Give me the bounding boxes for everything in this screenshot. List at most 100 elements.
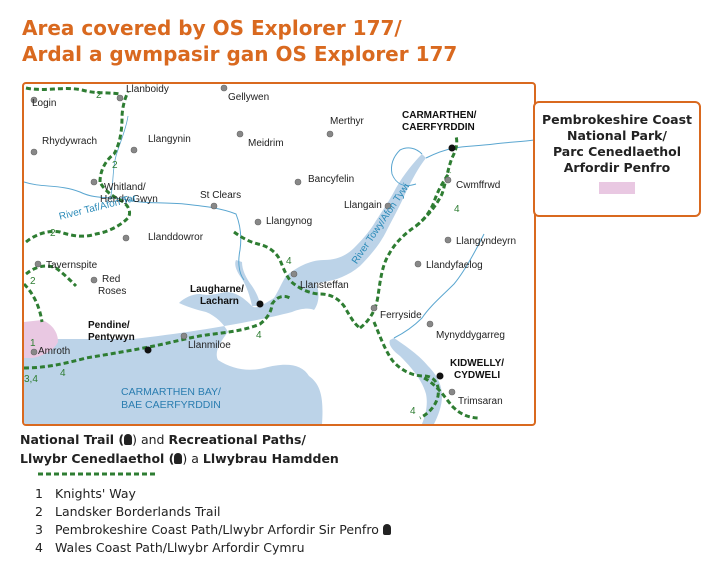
place-amroth: Amroth [38,346,71,357]
place-kidwelly-welsh: CYDWELI [454,370,501,381]
map-title-welsh: Ardal a gwmpasir gan OS Explorer 177 [22,42,458,66]
place-llanboidy: Llanboidy [126,84,169,95]
dot-laugharne [256,300,264,308]
dot-llanboidy [116,94,124,102]
dot-rhydywrach [30,148,38,156]
route-2-north [25,86,121,96]
map-graphics [24,84,534,424]
place-llangyndeyrn: Llangyndeyrn [456,236,517,247]
dot-bancyfelin [294,178,302,186]
place-bancyfelin: Bancyfelin [308,174,355,185]
route-number-label: 2 [50,228,56,239]
legend-line-welsh: Llwybr Cenedlaethol () a Llwybrau Hamdde… [20,451,339,466]
route-number-label: 2 [112,160,118,171]
national-park-name: Pembrokeshire Coast National Park/ Parc … [535,112,699,176]
towy-estuary [286,154,426,290]
route-number-label: 3,4 [24,374,38,385]
legend-line-english: National Trail ( ) and Recreational Paths… [20,432,306,447]
place-laugharne-english: Laugharne/ [190,284,244,295]
stream-north [109,115,129,201]
route-number-label: 4 [286,256,292,267]
sea-label-welsh: BAE CAERFYRDDIN [121,399,221,411]
dot-red-roses [90,276,98,284]
place-llansteffan: Llansteffan [300,280,349,291]
river-gwendraeth [393,233,485,339]
place-pendine-english: Pendine/ [88,320,130,331]
route-name: Wales Coast Path/Llwybr Arfordir Cymru [55,540,305,555]
dot-llangyndeyrn [444,236,452,244]
legend-llwybrau-hamdden: Llwybrau Hamdden [202,451,339,466]
route-number-label: 4 [256,330,262,341]
route-4-kidwelly [372,321,440,420]
place-red: Red [102,274,121,285]
river-towy [425,139,534,159]
route-name: Pembrokeshire Coast Path/Llwybr Arfordir… [55,522,379,537]
place-whitland-english: Whitland/ [104,182,146,193]
legend-national-trail: National Trail ( [20,432,125,447]
dot-llangynin [130,146,138,154]
river-taf [24,181,245,281]
park-name-line: National Park/ [566,128,668,143]
dot-trimsaran [448,388,456,396]
national-park-swatch [599,182,635,194]
place-llanddowror: Llanddowror [148,232,204,243]
place-gellywen: Gellywen [228,92,270,103]
place-kidwelly-english: KIDWELLY/ [450,358,505,369]
place-llangynog: Llangynog [266,216,313,227]
village-dots [30,84,456,396]
place-pendine-welsh: Pentywyn [88,332,135,343]
place-merthyr: Merthyr [330,116,364,127]
route-number-label: 4 [410,406,416,417]
place-st-clears: St Clears [200,190,242,201]
dot-gellywen [220,84,228,92]
sea-label: CARMARTHEN BAY/ BAE CAERFYRDDIN [96,386,246,412]
recreational-paths [24,86,481,420]
place-trimsaran: Trimsaran [458,396,503,407]
place-mynyddygarreg: Mynyddygarreg [436,330,505,341]
route-number-label: 2 [96,90,102,101]
route-4-east [415,171,452,228]
legend-and: ) and [132,432,169,447]
dot-merthyr [326,130,334,138]
place-llangynin: Llangynin [148,134,191,145]
taf-estuary [235,260,260,306]
dot-amroth [30,348,38,356]
place-login: Login [32,98,57,109]
route-name: Landsker Borderlands Trail [55,504,221,519]
route-number-label: 2 [30,276,36,287]
legend-a: ) a [182,451,203,466]
place-laugharne-welsh: Lacharn [200,296,239,307]
dot-llangynog [254,218,262,226]
acorn-icon [124,434,133,445]
place-llangain: Llangain [344,200,382,211]
route-2-mid [98,91,130,183]
dot-carmarthen [448,144,456,152]
river-towy-upper [391,147,423,187]
place-meidrim: Meidrim [248,138,284,149]
place-llandyfaelog: Llandyfaelog [426,260,483,271]
coverage-map: Login Llanboidy Gellywen Merthyr CARMART… [22,82,536,426]
dot-mynyddygarreg [426,320,434,328]
place-ferryside: Ferryside [380,310,422,321]
legend-route-swatch [38,472,158,476]
place-whitland-welsh: Hendy-Gwyn [100,194,158,205]
dot-kidwelly [436,372,444,380]
place-tavernspite: Tavernspite [46,260,98,271]
acorn-icon [174,453,183,464]
dot-cwmffrwd [444,176,452,184]
sea-area [24,272,323,424]
route-number-label: 4 [454,204,460,215]
sea-label-english: CARMARTHEN BAY/ [121,386,221,398]
gwendraeth-estuary [389,338,442,424]
place-llanmiloe: Llanmiloe [188,340,231,351]
route-4-coast [24,294,291,370]
place-carmarthen-welsh: CAERFYRDDIN [402,122,475,133]
route-4-trimsaran [423,376,481,420]
place-roses: Roses [98,286,127,297]
dot-st-clears [210,202,218,210]
dot-tavernspite [34,260,42,268]
legend-recreational-paths: Recreational Paths/ [168,432,307,447]
